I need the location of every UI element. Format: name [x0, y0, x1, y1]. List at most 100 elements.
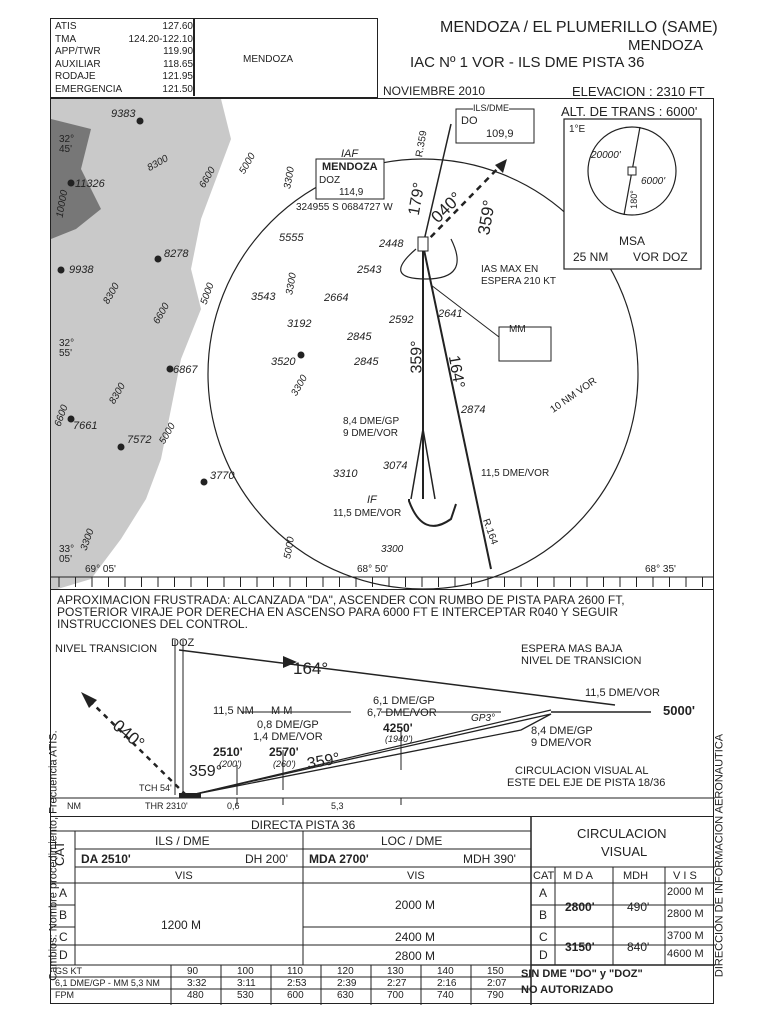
msa-box — [563, 118, 702, 270]
spot-elevation: 6867 — [173, 364, 198, 376]
longitude-label: 68° 50' — [357, 564, 388, 575]
msa-range: 25 NM — [573, 250, 609, 264]
profile-dist-0-6: 0,6 — [227, 801, 240, 811]
iaf-label: IAF — [341, 148, 359, 160]
profile-circ-1: CIRCULACION VISUAL AL — [515, 765, 649, 777]
longitude-label: 69° 05' — [85, 564, 116, 575]
spot-elevation: 7572 — [127, 434, 152, 446]
category-cell: A — [59, 886, 68, 900]
spot-elevation: 2592 — [389, 314, 414, 326]
ils-box — [455, 108, 535, 144]
profile-gp-8-4: 8,4 DME/GP — [531, 725, 593, 737]
profile-alt-2510: 2510' — [213, 745, 243, 759]
speed-cell: 530 — [237, 990, 254, 1001]
circling-mda-ab: 2800' — [565, 900, 595, 914]
profile-doz: DOZ — [171, 637, 195, 649]
circling-mdh-ab: 490' — [627, 900, 650, 914]
speed-cell: 140 — [437, 966, 454, 977]
profile-hold-1: ESPERA MAS BAJA — [521, 643, 623, 655]
loc-mdh: MDH 390' — [463, 852, 516, 866]
profile-circ-2: ESTE DEL EJE DE PISTA 18/36 — [507, 777, 666, 789]
profile-gp: GP3° — [471, 713, 496, 724]
speed-cell: 790 — [487, 990, 504, 1001]
ils-label: ILS/DME — [473, 103, 510, 113]
frequency-value: 127.60 — [162, 21, 193, 32]
holding-note-1: IAS MAX EN — [481, 264, 539, 275]
msa-alt-left: 20000' — [591, 150, 621, 161]
spot-elevation: 9938 — [69, 264, 94, 276]
circling-vis-value: 2000 M — [667, 886, 704, 898]
speed-cell: 120 — [337, 966, 354, 977]
profile-gp-6-1: 6,1 DME/GP — [373, 695, 435, 707]
spot-elevation: 3192 — [287, 318, 312, 330]
circling-vis-value: 2800 M — [667, 908, 704, 920]
circling-header-cell: MDH — [623, 870, 649, 882]
speed-row-label: 6,1 DME/GP - MM 5,3 NM — [55, 978, 160, 988]
minima-box: DIRECTA PISTA 36 CAT ILS / DME LOC / DME… — [50, 816, 715, 1005]
circling-title-1: CIRCULACION — [577, 826, 667, 841]
elevation: ELEVACION : 2310 FT — [572, 84, 705, 99]
circling-category: C — [539, 930, 548, 944]
loc-vis-ab: 2000 M — [395, 898, 436, 912]
spot-elevation: 7661 — [73, 420, 98, 432]
iaf-freq: 114,9 — [339, 187, 364, 198]
spot-elevation: 2641 — [438, 308, 463, 320]
ils-dh: DH 200' — [245, 852, 288, 866]
speed-cell: 700 — [387, 990, 404, 1001]
msa-fix: VOR DOZ — [633, 250, 688, 264]
speed-cell: 600 — [287, 990, 304, 1001]
profile-transition: NIVEL TRANSICION — [55, 643, 158, 655]
chart-date: NOVIEMBRE 2010 — [383, 84, 486, 98]
mm-leader — [430, 284, 500, 338]
gp-fix-label-2: 9 DME/VOR — [343, 428, 399, 439]
latitude-label: 32° 45' — [59, 134, 75, 155]
loc-header: LOC / DME — [381, 834, 443, 848]
speed-cell: 2:16 — [437, 978, 457, 989]
spot-elevation: 9383 — [111, 108, 136, 120]
ils-da: DA 2510' — [81, 852, 131, 866]
circling-header-cell: M D A — [563, 870, 593, 882]
procedure-turn — [408, 499, 457, 527]
loc-mda: MDA 2700' — [309, 852, 369, 866]
profile-alt-260: (260') — [273, 759, 296, 769]
spot-elevation: 2664 — [324, 292, 349, 304]
profile-alt-5000: 5000' — [663, 703, 696, 718]
frequency-label: APP/TWR — [55, 46, 101, 57]
holding-pattern — [400, 238, 458, 280]
missed-approach-track — [422, 158, 508, 246]
circling-category: B — [539, 908, 548, 922]
speed-cell: 3:32 — [187, 978, 207, 989]
msa-vor-symbol — [627, 166, 637, 176]
terrain-shading — [51, 99, 231, 589]
speed-row-label: FPM — [55, 990, 74, 1000]
spot-elevation: 5555 — [279, 232, 304, 244]
ten-nm-ring — [207, 158, 639, 589]
spot-elevation: 3310 — [333, 468, 358, 480]
msa-alt-right: 6000' — [641, 176, 666, 187]
speed-cell: 3:11 — [237, 978, 256, 989]
spot-elevation: 11326 — [75, 178, 105, 190]
mm-label: MM — [509, 324, 526, 335]
circling-mdh-cd: 840' — [627, 940, 650, 954]
missed-line-3: INSTRUCCIONES DEL CONTROL. — [57, 617, 248, 631]
speed-cell: 2:53 — [287, 978, 307, 989]
missed-line-2: POSTERIOR VIRAJE POR DERECHA EN ASCENSO … — [57, 605, 619, 619]
spot-elevation: 8278 — [164, 248, 189, 260]
profile-alt-2570: 2570' — [269, 745, 299, 759]
mm-box — [498, 326, 552, 362]
speed-cell: 110 — [287, 966, 303, 977]
profile-tch: TCH 54' — [139, 783, 172, 793]
profile-nm: NM — [67, 801, 81, 811]
changes-note: Cambios: Nombre procedimiento, Frecuenci… — [47, 730, 60, 981]
loc-vis-header: VIS — [407, 870, 425, 882]
spot-elevation: 2874 — [461, 404, 486, 416]
spot-elevation: 3520 — [271, 356, 296, 368]
terrain-high — [51, 119, 101, 239]
missed-line-1: APROXIMACION FRUSTRADA: ALCANZADA "DA", … — [57, 593, 625, 607]
latitude-label: 33° 05' — [59, 544, 75, 565]
speed-cell: 2:07 — [487, 978, 507, 989]
minima-title: DIRECTA PISTA 36 — [251, 818, 356, 832]
lon-ticks — [58, 577, 703, 587]
profile-course-359a: 359° — [189, 763, 223, 780]
